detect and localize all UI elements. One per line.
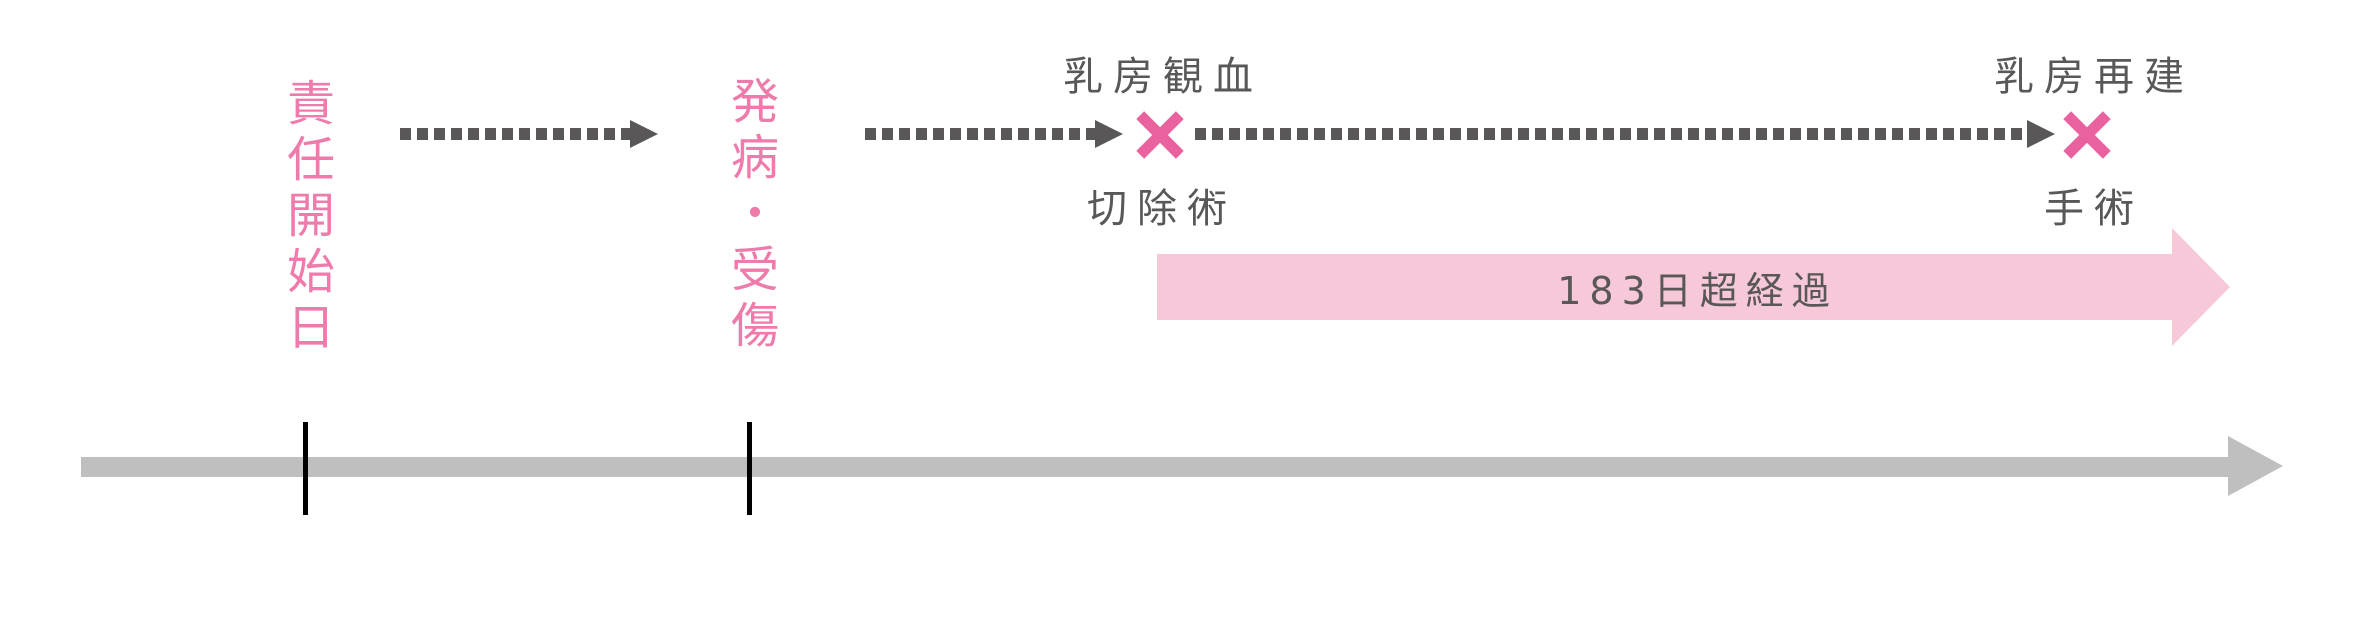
- dashed-line: [865, 128, 1095, 140]
- policy-start-label: 責任開始日: [278, 78, 334, 358]
- surgery-event-label-top: 乳房観血: [1063, 54, 1263, 100]
- tick-policy-start: [303, 422, 308, 515]
- reconstruction-event-label-top: 乳房再建: [1994, 54, 2194, 100]
- arrowhead-icon: [630, 120, 658, 148]
- flow-arrow-2: [865, 120, 1123, 148]
- reconstruction-event-label-bottom: 手術: [2044, 186, 2144, 232]
- dashed-line: [400, 128, 630, 140]
- flow-arrow-1: [400, 120, 658, 148]
- dashed-line: [1195, 128, 2027, 140]
- elapsed-banner-body: [1157, 254, 2172, 320]
- tick-onset: [747, 422, 752, 515]
- time-axis: [81, 457, 2228, 477]
- surgery-event-label-bottom: 切除術: [1087, 186, 1237, 232]
- x-icon: [2065, 113, 2109, 157]
- flow-arrow-3: [1195, 120, 2055, 148]
- pink-right-arrow-icon: [2172, 228, 2230, 346]
- elapsed-banner: 183日超経過: [1157, 228, 2230, 346]
- arrowhead-icon: [1095, 120, 1123, 148]
- x-icon: [1138, 113, 1182, 157]
- elapsed-banner-label: 183日超経過: [1557, 268, 1838, 313]
- gray-right-arrow-icon: [2228, 436, 2283, 496]
- onset-label: 発病・受傷: [722, 76, 778, 356]
- arrowhead-icon: [2027, 120, 2055, 148]
